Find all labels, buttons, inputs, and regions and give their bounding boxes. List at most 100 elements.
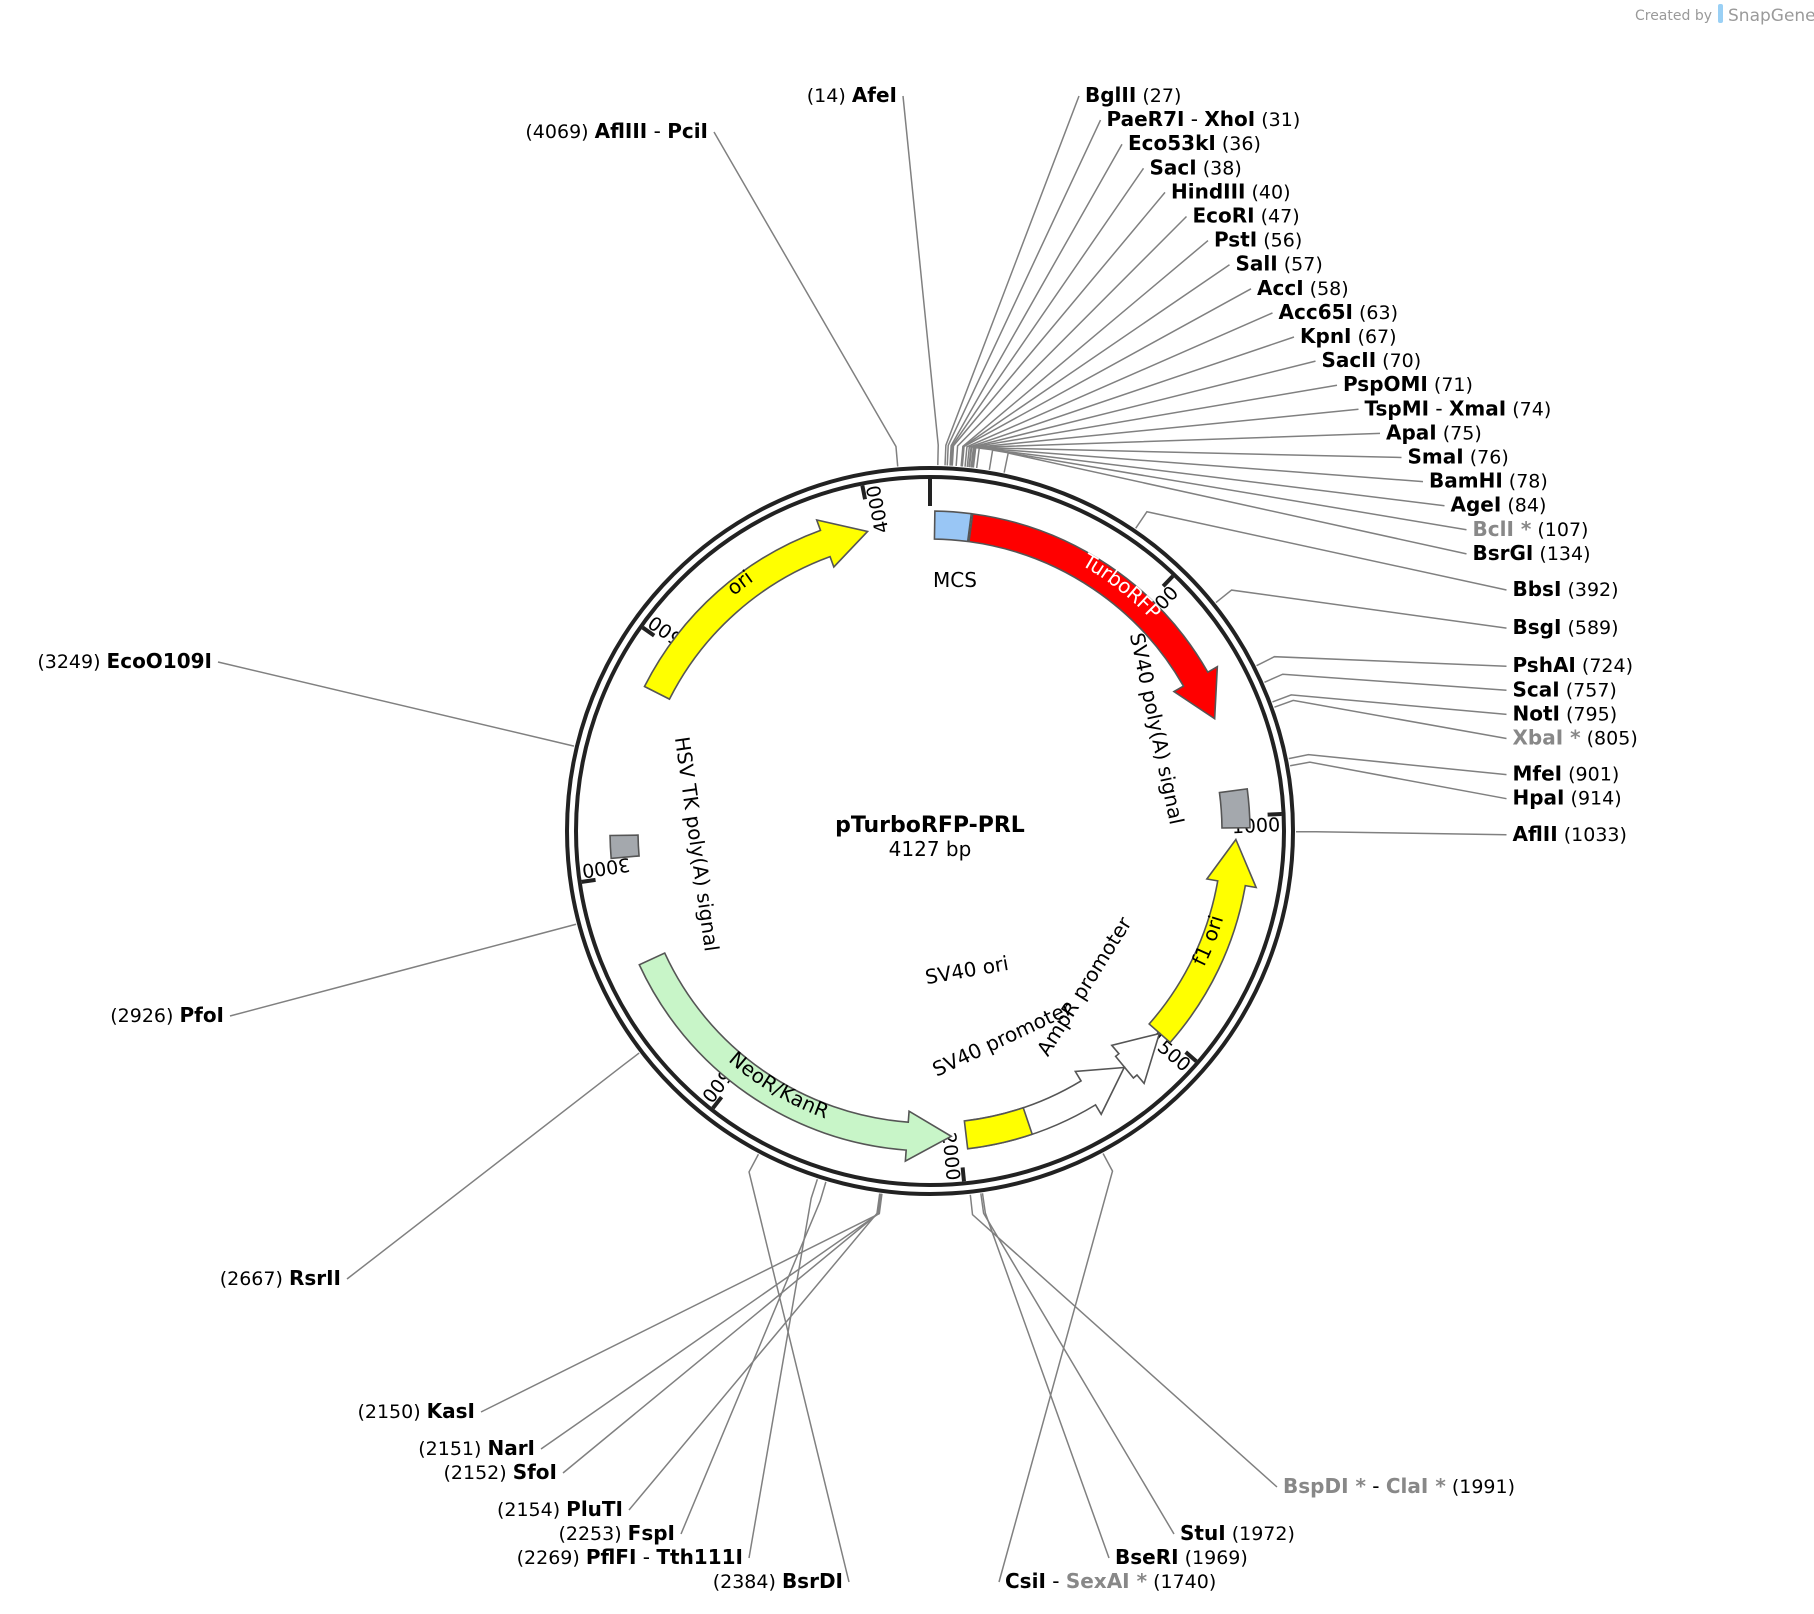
feature-ampr-promoter[interactable]: AmpR promoter xyxy=(1032,912,1161,1086)
site-bsgi-589[interactable]: BsgI (589) xyxy=(1513,615,1619,639)
site-sali-57[interactable]: SalI (57) xyxy=(1236,252,1323,276)
site-stui-1972[interactable]: StuI (1972) xyxy=(1180,1521,1295,1545)
site-pos-bsrdi-2384: (2384) xyxy=(713,1571,782,1593)
site-leader-mfei-901 xyxy=(1288,753,1507,776)
feature-shape-neor-kanr xyxy=(638,951,953,1163)
site-bamhi-78[interactable]: BamHI (78) xyxy=(1429,469,1548,493)
site-name-bglii: BglII xyxy=(1085,83,1136,107)
site-afei-14[interactable]: (14) AfeI xyxy=(807,83,897,107)
site-pos-bsgi-589: (589) xyxy=(1561,617,1618,639)
site-acci-58[interactable]: AccI (58) xyxy=(1257,276,1349,300)
site-pos-acc65i-63: (63) xyxy=(1353,302,1398,324)
site-paer7i-xhoi-31[interactable]: PaeR7I - XhoI (31) xyxy=(1107,107,1301,131)
site-name-pspomi: PspOMI xyxy=(1343,372,1428,396)
site-pos-afei-14: (14) xyxy=(807,85,852,107)
site-name-pluti: PluTI xyxy=(566,1497,623,1521)
site-eco53ki-36[interactable]: Eco53kI (36) xyxy=(1128,131,1261,155)
site-name-stui: StuI xyxy=(1180,1521,1226,1545)
site-psti-56[interactable]: PstI (56) xyxy=(1214,228,1302,252)
site-xbai-805[interactable]: XbaI * (805) xyxy=(1513,726,1638,750)
feature-mcs[interactable]: MCS xyxy=(933,510,977,592)
site-leader-stui-1972 xyxy=(980,1193,1175,1535)
site-dash: - xyxy=(647,119,667,143)
site-label-xbai-805: XbaI * (805) xyxy=(1513,726,1638,750)
site-pos-eco53ki-36: (36) xyxy=(1216,133,1261,155)
site-ecori-47[interactable]: EcoRI (47) xyxy=(1193,204,1300,228)
backbone-inner-ring xyxy=(574,475,1286,1187)
site-name-sali: SalI xyxy=(1236,252,1278,276)
site-aflii-1033[interactable]: AflII (1033) xyxy=(1513,822,1627,846)
site-hpai-914[interactable]: HpaI (914) xyxy=(1513,786,1622,810)
site-pflfi-tth111i-2269[interactable]: (2269) PflFI - Tth111I xyxy=(517,1545,743,1569)
site-bsrdi-2384[interactable]: (2384) BsrDI xyxy=(713,1569,843,1593)
site-label-kasi-2150: (2150) KasI xyxy=(357,1399,475,1423)
site-bspdi-clai-1991[interactable]: BspDI * - ClaI * (1991) xyxy=(1283,1474,1515,1498)
site-kasi-2150[interactable]: (2150) KasI xyxy=(357,1399,475,1423)
site-pos-afliii-pcii-4069: (4069) xyxy=(525,121,594,143)
site-label-pspomi-71: PspOMI (71) xyxy=(1343,372,1473,396)
site-pluti-2154[interactable]: (2154) PluTI xyxy=(497,1497,623,1521)
feature-hsv-tk-poly-a-signal[interactable]: HSV TK poly(A) signal xyxy=(609,735,724,953)
credit-prefix: Created by xyxy=(1635,8,1712,24)
site-tspmi-xmai-74[interactable]: TspMI - XmaI (74) xyxy=(1365,396,1552,420)
site-leader-rsrii-2667 xyxy=(346,1052,640,1280)
site-bseri-1969[interactable]: BseRI (1969) xyxy=(1115,1545,1248,1569)
site-name-mfei: MfeI xyxy=(1513,762,1563,786)
site-label-apai-75: ApaI (75) xyxy=(1386,420,1482,444)
feature-neor-kanr[interactable]: NeoR/KanR xyxy=(638,951,953,1163)
site-hindiii-40[interactable]: HindIII (40) xyxy=(1171,179,1291,203)
site-sacii-70[interactable]: SacII (70) xyxy=(1322,348,1422,372)
site-bbsi-392[interactable]: BbsI (392) xyxy=(1513,577,1619,601)
site-pos-tspmi-xmai-74: (74) xyxy=(1506,398,1551,420)
tick-label-4000: 4000 xyxy=(863,483,894,535)
site-pos-apai-75: (75) xyxy=(1437,422,1482,444)
site-fspi-2253[interactable]: (2253) FspI xyxy=(558,1521,675,1545)
feature-shape-sv40-poly-a-signal xyxy=(1218,787,1251,829)
site-apai-75[interactable]: ApaI (75) xyxy=(1386,420,1482,444)
site-noti-795[interactable]: NotI (795) xyxy=(1513,701,1618,725)
site-pos-hpai-914: (914) xyxy=(1565,788,1622,810)
site-name-bbsi: BbsI xyxy=(1513,577,1562,601)
site-afliii-pcii-4069[interactable]: (4069) AflIII - PciI xyxy=(525,119,708,143)
site-pos-smai-76: (76) xyxy=(1464,447,1509,469)
site-acc65i-63[interactable]: Acc65I (63) xyxy=(1279,300,1399,324)
site-pfoi-2926[interactable]: (2926) PfoI xyxy=(110,1003,224,1027)
site-csii-sexai-1740[interactable]: CsiI - SexAI * (1740) xyxy=(1005,1569,1216,1593)
site-smai-76[interactable]: SmaI (76) xyxy=(1408,445,1509,469)
site-name-fspi: FspI xyxy=(628,1521,675,1545)
site-name-xhoi: XhoI xyxy=(1204,107,1255,131)
site-sfoi-2152[interactable]: (2152) SfoI xyxy=(443,1460,557,1484)
feature-ori[interactable]: ori xyxy=(643,518,870,701)
site-name-bcli: BclI xyxy=(1473,517,1514,541)
site-leader-bglii-27 xyxy=(944,95,1080,466)
site-name-hindiii: HindIII xyxy=(1171,179,1245,203)
site-bglii-27[interactable]: BglII (27) xyxy=(1085,83,1181,107)
site-name-kpni: KpnI xyxy=(1300,324,1352,348)
site-name-afei: AfeI xyxy=(852,83,897,107)
site-kpni-67[interactable]: KpnI (67) xyxy=(1300,324,1397,348)
snapgene-credit[interactable]: Created by SnapGene xyxy=(1635,4,1814,26)
site-nari-2151[interactable]: (2151) NarI xyxy=(418,1436,535,1460)
site-star-clai: * xyxy=(1428,1474,1446,1498)
feature-f1-ori[interactable]: f1 ori xyxy=(1148,837,1258,1044)
site-rsrii-2667[interactable]: (2667) RsrII xyxy=(220,1266,341,1290)
site-pspomi-71[interactable]: PspOMI (71) xyxy=(1343,372,1473,396)
site-leader-agei-84 xyxy=(975,447,1445,507)
site-pos-ecoo109i-3249: (3249) xyxy=(37,651,106,673)
site-agei-84[interactable]: AgeI (84) xyxy=(1451,493,1547,517)
site-scai-757[interactable]: ScaI (757) xyxy=(1513,677,1617,701)
site-pshai-724[interactable]: PshAI (724) xyxy=(1513,653,1634,677)
site-saci-38[interactable]: SacI (38) xyxy=(1150,155,1242,179)
feature-turborfp[interactable]: TurboRFP xyxy=(968,512,1221,721)
site-mfei-901[interactable]: MfeI (901) xyxy=(1513,762,1620,786)
tick-mark-1500 xyxy=(1184,1050,1198,1063)
site-name-bsrdi: BsrDI xyxy=(782,1569,843,1593)
site-bcli-107[interactable]: BclI * (107) xyxy=(1473,517,1589,541)
snapgene-logo-icon xyxy=(1718,4,1723,23)
site-leader-bsrdi-2384 xyxy=(748,1153,850,1583)
site-ecoo109i-3249[interactable]: (3249) EcoO109I xyxy=(37,649,212,673)
site-pos-sacii-70: (70) xyxy=(1376,350,1421,372)
site-label-bamhi-78: BamHI (78) xyxy=(1429,469,1548,493)
site-label-afliii-pcii-4069: (4069) AflIII - PciI xyxy=(525,119,708,143)
site-bsrgi-134[interactable]: BsrGI (134) xyxy=(1473,541,1591,565)
